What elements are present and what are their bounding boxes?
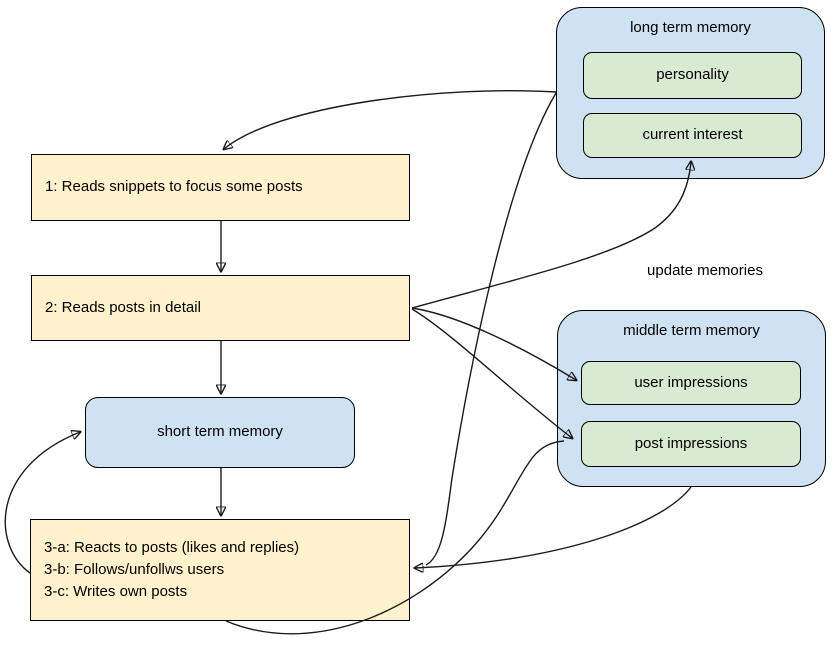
edge-middle-term-memory-to-step3-arrow	[415, 486, 692, 568]
edge-step2-to-post-impressions-arrow	[411, 308, 572, 438]
node-step-3-line-a: 3-a: Reacts to posts (likes and replies)	[44, 539, 300, 556]
short-term-memory-label: short term memory	[157, 423, 283, 441]
node-current-interest: current interest	[583, 113, 802, 158]
node-user-impressions: user impressions	[581, 361, 801, 405]
edge-long-term-memory-to-step1-arrow	[224, 90, 557, 149]
node-step-1: 1: Reads snippets to focus some posts	[31, 154, 410, 221]
node-step-2: 2: Reads posts in detail	[31, 275, 410, 341]
current-interest-label: current interest	[642, 126, 743, 144]
container-middle-term-memory: middle term memory user impressions post…	[557, 310, 826, 487]
edge-step2-to-user-impressions-arrow	[411, 307, 576, 380]
update-memories-label: update memories	[647, 262, 763, 279]
node-post-impressions: post impressions	[581, 421, 801, 467]
edge-step2-to-current-interest-arrow	[411, 162, 691, 309]
post-impressions-label: post impressions	[634, 434, 748, 452]
long-term-memory-title: long term memory	[630, 19, 751, 36]
node-step-3: 3-a: Reacts to posts (likes and replies)…	[30, 519, 410, 621]
container-long-term-memory: long term memory personality current int…	[556, 7, 825, 179]
edge-long-term-memory-to-step3-line	[425, 92, 557, 566]
user-impressions-label: user impressions	[634, 373, 748, 391]
node-step-2-label: 2: Reads posts in detail	[45, 298, 201, 316]
personality-label: personality	[656, 66, 729, 84]
node-step-3-line-c: 3-c: Writes own posts	[44, 583, 188, 600]
node-personality: personality	[583, 52, 802, 99]
node-step-3-line-b: 3-b: Follows/unfollws users	[44, 561, 225, 578]
node-step-1-label: 1: Reads snippets to focus some posts	[45, 178, 303, 196]
node-short-term-memory: short term memory	[85, 397, 355, 468]
middle-term-memory-title: middle term memory	[623, 322, 760, 339]
